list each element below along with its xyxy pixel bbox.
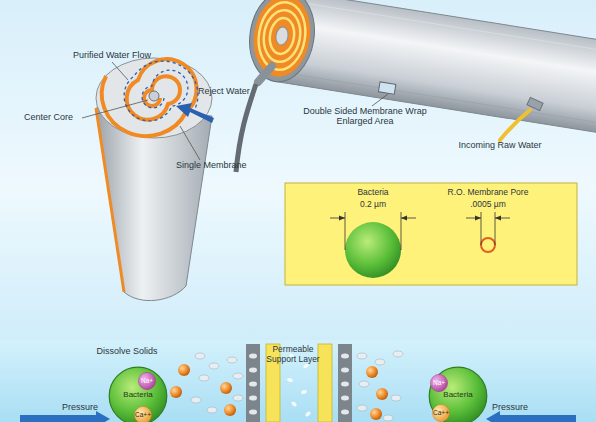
circle-shape — [430, 374, 447, 391]
text-label: .0005 µm — [436, 200, 540, 210]
bacteria-circle: Bacteria Na+ Ca++ — [108, 366, 168, 422]
text-label: Double Sided Membrane Wrap Enlarged Area — [300, 106, 430, 127]
ion-circle: Ca++ — [134, 406, 152, 422]
ion-circle: Na+ — [138, 372, 156, 390]
node-text: Ca++ — [432, 409, 450, 416]
text-label: Pressure — [62, 402, 108, 412]
node-text: Bacteria — [108, 391, 168, 400]
bacteria-circle: Bacteria Na+ Ca++ — [428, 366, 488, 422]
ion-circle: Ca++ — [432, 404, 450, 422]
circle-shape — [432, 404, 449, 421]
text-label: Incoming Raw Water — [450, 140, 550, 150]
text-label: Reject Water — [198, 86, 258, 96]
node-text: Na+ — [430, 379, 448, 386]
text-label: 0.2 µm — [340, 200, 406, 210]
text-label: Single Membrane — [176, 160, 266, 170]
circle-shape — [134, 406, 151, 422]
circle-shape — [138, 372, 155, 389]
node-text: Bacteria — [428, 391, 488, 400]
text-label: Pressure — [492, 402, 538, 412]
text-label: Dissolve Solids — [82, 346, 172, 356]
node-text: Ca++ — [134, 411, 152, 418]
ion-circle: Na+ — [430, 374, 448, 392]
text-label: Permeable Support Layer — [258, 345, 328, 365]
text-label: Bacteria — [340, 188, 406, 198]
text-label: R.O. Membrane Pore — [436, 188, 540, 198]
node-text: Na+ — [138, 377, 156, 384]
text-label: Purified Water Flow — [62, 50, 162, 60]
text-label: Center Core — [24, 112, 84, 122]
